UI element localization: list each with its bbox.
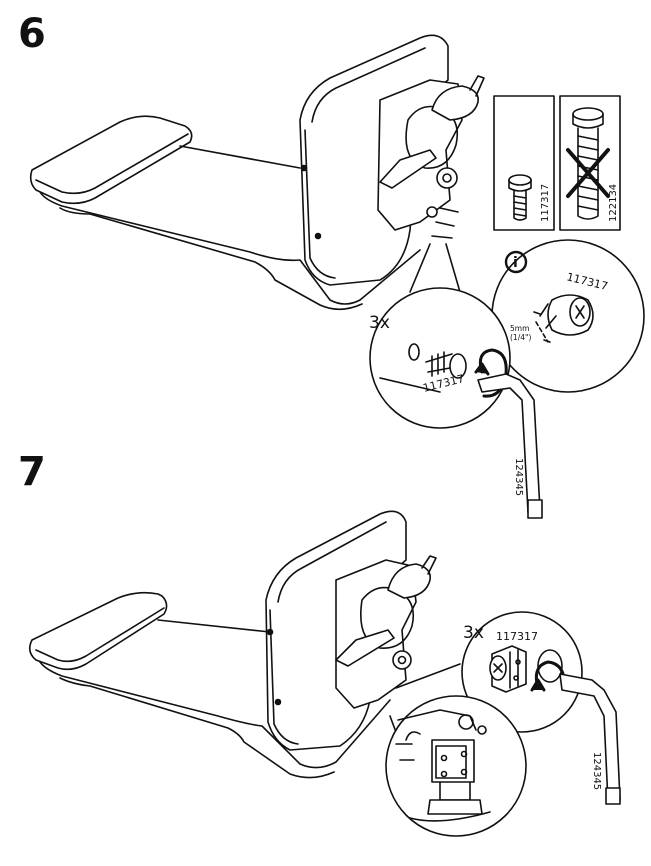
cross-mark-icon [566,148,610,198]
rotate-clockwise-arrow-icon [474,348,508,398]
long-screw-icon [572,107,604,220]
info-icon [504,250,528,274]
step-number-6: 6 [18,11,46,57]
step-number-7: 7 [18,449,46,495]
step6-correct-screw-part-number: 117317 [540,184,551,222]
step6-detail-view [369,287,543,519]
step7-chair-assembly [28,510,461,779]
short-screw-icon [508,174,532,221]
step7-detail-part-number: 117317 [496,630,538,643]
step6-wrong-screw-part-number: 122134 [608,184,619,222]
step7-quantity-label: 3x [463,623,484,643]
step6-wrench-part-number: 124345 [513,458,524,496]
step7-wrench-part-number: 124345 [591,752,602,790]
screw-length-info [491,239,645,393]
step6-quantity-label: 3x [369,313,390,333]
step7-detail-view [461,611,621,805]
screw-length-imperial: (1/4") [510,333,531,342]
step6-chair-assembly [29,34,485,311]
step7-bracket-detail [385,695,527,837]
screw-comparison [493,95,621,231]
info-icon-letter: i [513,255,518,271]
screw-length-metric: 5mm [510,324,529,333]
